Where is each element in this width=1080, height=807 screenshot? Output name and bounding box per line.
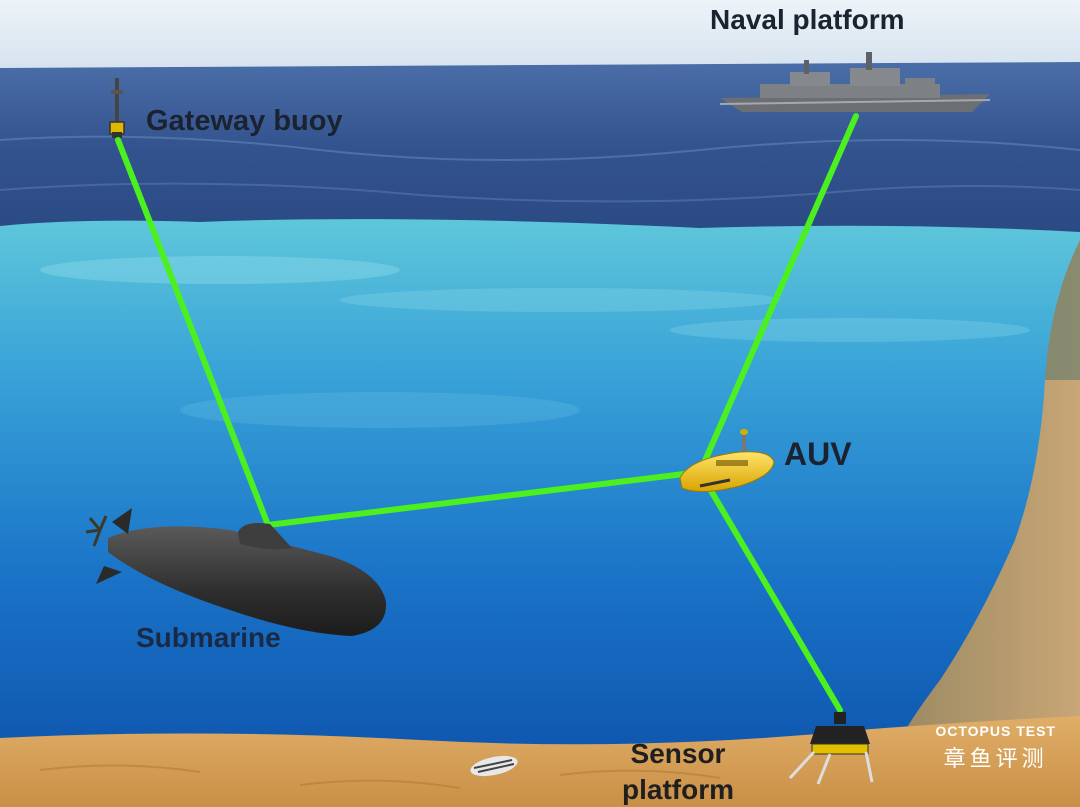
gateway-buoy-label: Gateway buoy [146, 105, 343, 137]
sky [0, 0, 1080, 75]
watermark-en: OCTOPUS TEST [935, 723, 1056, 739]
caustic [670, 318, 1030, 342]
link-submarine-auv [265, 469, 703, 528]
link-auv-naval [697, 113, 859, 475]
seabed [0, 716, 1080, 807]
gateway-buoy [109, 78, 125, 138]
auv-vehicle [679, 429, 775, 492]
surface-wave [0, 135, 1080, 161]
naval-platform-label: Naval platform [710, 4, 905, 35]
link-auv-sensor [697, 469, 843, 713]
submarine-label: Submarine [136, 622, 281, 653]
submarine [85, 508, 387, 636]
cliff-shadow [1045, 240, 1080, 380]
surface-wave [0, 182, 1080, 203]
auv-label: AUV [784, 436, 852, 472]
sand-ripples [39, 764, 721, 789]
seabed-debris [470, 755, 518, 777]
sensor-label-line2: platform [622, 774, 734, 805]
sensor-label-line1: Sensor [630, 738, 726, 769]
link-buoy-submarine [115, 137, 271, 528]
watermark-zh: 章鱼评测 [943, 747, 1048, 772]
caustic [340, 288, 780, 312]
sensor-platform-label: Sensor platform [622, 736, 734, 807]
seabed-cliff [900, 240, 1080, 740]
communication-links [115, 113, 859, 713]
sensor-platform [788, 712, 874, 785]
naval-ship [719, 52, 991, 112]
caustic [180, 392, 580, 428]
watermark: OCTOPUS TEST 章鱼评测 [935, 723, 1056, 773]
caustic [40, 256, 400, 284]
